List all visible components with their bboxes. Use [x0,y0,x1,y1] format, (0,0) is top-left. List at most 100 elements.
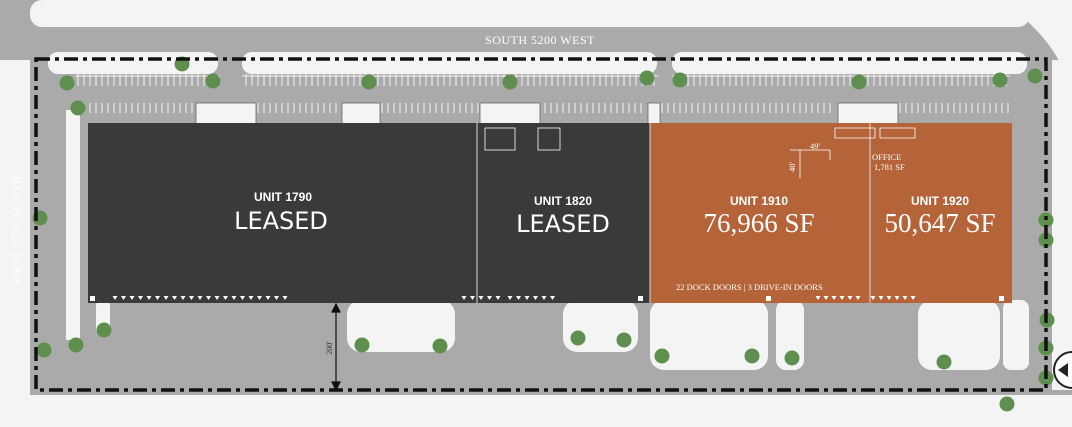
dock-door-marker-icon [282,296,288,300]
tree-icon [354,337,370,353]
dock-door-marker-icon [839,296,845,300]
dock-door-marker-icon [206,296,211,300]
dock-door-marker-icon [516,296,521,300]
dock-door-marker-icon [189,296,194,300]
street-label-north: SOUTH 5200 WEST [485,33,595,47]
tree-icon [936,354,952,370]
tree-icon [784,350,800,366]
dock-door-marker-icon [886,296,892,300]
lawn-west [0,60,30,427]
dock-door-marker-icon [129,296,135,300]
dock-door-marker-icon [902,296,908,300]
dock-door-marker-icon [894,296,900,300]
dock-door-markers [112,296,916,300]
dock-door-marker-icon [121,296,126,300]
tree-icon [36,342,52,358]
dock-door-marker-icon [231,296,237,300]
tree-icon [654,348,670,364]
north-lawn-strip [30,0,1030,27]
dock-door-marker-icon [533,296,538,300]
tree-icon [570,330,586,346]
dock-door-marker-icon [550,296,555,300]
unit-1910-footprint[interactable] [650,123,870,303]
dock-door-marker-icon [240,296,245,300]
dock-door-marker-icon [470,296,475,300]
unit-1910-title: UNIT 1910 [730,194,788,208]
office-label: OFFICE [872,152,901,162]
office-size: 1,781 SF [874,162,905,172]
unit-1790-status: LEASED [234,207,328,235]
tree-icon [70,100,86,116]
trees [32,56,1055,412]
property-boundary [34,57,1048,392]
dock-door-marker-icon [146,296,152,300]
dock-door-marker-icon [910,296,916,300]
unit-1920-status: 50,647 SF [884,208,995,238]
dock-door-marker-icon [155,296,160,300]
dock-door-marker-icon [163,296,169,300]
lawn-north-3 [672,52,1027,74]
dock-door-marker-icon [855,296,861,300]
unit-1920-footprint[interactable] [870,123,1012,303]
dock-door-marker-icon [112,296,118,300]
lawn-south [30,395,1072,427]
dock-doors-label: 22 DOCK DOORS | 3 DRIVE-IN DOORS [676,282,823,292]
tree-icon [68,337,84,353]
dock-door-marker-icon [257,296,262,300]
unit-1790-footprint[interactable] [88,123,477,303]
tree-icon [744,348,760,364]
lawn-north-1 [48,52,218,74]
dimension-40: 40' [787,162,797,173]
unit-1820-footprint[interactable] [477,123,650,303]
dimension-49: 49' [810,141,821,151]
unit-1820-status: LEASED [516,210,610,238]
unit-1790-title: UNIT 1790 [254,190,312,204]
tree-icon [639,70,655,86]
office-linework [484,127,916,178]
dock-door-marker-icon [524,296,530,300]
tree-icon [502,74,518,90]
dock-door-marker-icon [541,296,547,300]
dock-door-marker-icon [487,296,492,300]
tree-icon [616,332,632,348]
dock-door-marker-icon [847,296,853,300]
tree-icon [59,75,75,91]
nav-arrow-icon[interactable] [1053,351,1072,389]
dock-door-marker-icon [172,296,177,300]
dock-door-marker-icon [138,296,143,300]
tree-icon [432,338,448,354]
tree-icon [851,74,867,90]
dock-door-marker-icon [223,296,228,300]
unit-1920-title: UNIT 1920 [911,194,969,208]
tree-icon [1027,68,1043,84]
lawn-north-2 [242,52,657,74]
dock-door-marker-icon [265,296,271,300]
tree-icon [992,72,1008,88]
dimension-200: 200' [325,341,334,355]
dock-door-marker-icon [878,296,884,300]
dock-door-marker-icon [870,296,876,300]
west-parking-island [66,110,80,340]
dock-door-marker-icon [274,296,279,300]
unit-1820-title: UNIT 1820 [534,194,592,208]
unit-1910-status: 76,966 SF [703,208,814,238]
dock-door-marker-icon [823,296,829,300]
tree-icon [672,72,688,88]
corner-markers [90,296,1004,301]
dock-door-marker-icon [461,296,467,300]
dock-door-marker-icon [214,296,220,300]
dock-door-marker-icon [495,296,501,300]
dock-door-marker-icon [507,296,513,300]
tree-icon [999,396,1015,412]
dock-door-marker-icon [831,296,837,300]
ne-lawn [1000,0,1072,95]
tree-icon [1038,232,1054,248]
dock-door-marker-icon [180,296,186,300]
dock-door-marker-icon [815,296,821,300]
lawn-east [1052,60,1072,390]
dock-door-marker-icon [478,296,484,300]
dock-door-marker-icon [197,296,203,300]
dimension-arrow-icon [331,302,341,392]
tree-icon [96,322,112,338]
